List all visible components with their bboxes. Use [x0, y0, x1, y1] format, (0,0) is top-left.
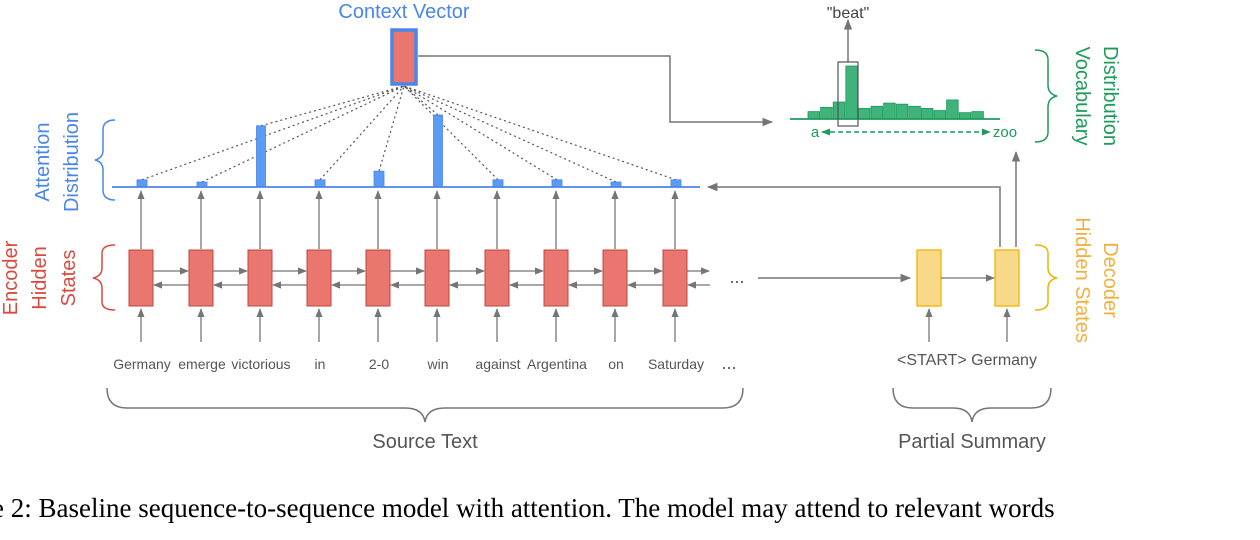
encoder-arrows: [137, 190, 710, 342]
source-text-label: Source Text: [372, 431, 478, 453]
source-word: on: [608, 356, 624, 372]
encoder-cell: [484, 249, 510, 307]
vocab-bar: [895, 103, 909, 120]
attention-bar: [314, 179, 326, 188]
encoder-cell: [543, 249, 569, 307]
vocab-bar: [958, 112, 972, 120]
attention-bar: [136, 179, 148, 188]
vocab-label-line2: Distribution: [1099, 46, 1121, 146]
source-word: victorious: [231, 356, 290, 372]
attention-dotted-line: [319, 85, 405, 181]
attention-dotted-line: [141, 85, 405, 181]
source-word: Argentina: [527, 356, 587, 372]
decoder-cell: [916, 249, 942, 307]
attention-bar: [670, 179, 682, 188]
vocab-bar: [832, 101, 846, 120]
source-words: Germany emerge victorious in 2-0 win against Ar…: [113, 356, 704, 372]
vocab-bar: [870, 105, 884, 120]
decoder-feedback-connector: [706, 182, 1001, 247]
encoder-cell: [424, 249, 450, 307]
vocab-brace: [1034, 49, 1058, 143]
decoder-label-line2: Hidden States: [1071, 217, 1093, 343]
encoder-cell: [306, 249, 332, 307]
attention-bar: [256, 125, 266, 188]
vocab-bar: [883, 102, 896, 120]
attention-dotted-line: [201, 85, 405, 183]
attention-dotted-line: [403, 85, 677, 181]
vocab-bar: [933, 110, 947, 120]
source-word: 2-0: [369, 356, 389, 372]
source-word: emerge: [178, 356, 226, 372]
vocab-label-line1: Vocabulary: [1071, 47, 1093, 146]
vocab-a-label: a: [811, 124, 820, 141]
encoder-cell: [365, 249, 391, 307]
vocabulary-distribution-bars: [790, 65, 1000, 120]
attention-dotted-line: [403, 85, 499, 181]
summary-words: <START> Germany: [897, 352, 1037, 369]
encoder-label-line2: Hidden: [29, 246, 51, 309]
attention-brace: [94, 119, 116, 201]
attention-dotted-line: [403, 85, 558, 181]
decoder-label-line1: Decoder: [1099, 242, 1121, 318]
encoder-label-line1: Encoder: [0, 240, 22, 315]
encoder-cell: [188, 249, 214, 307]
encoder-cell: [602, 249, 628, 307]
vocab-bar: [971, 111, 984, 120]
attention-dotted-line: [378, 85, 405, 172]
attention-bar: [373, 170, 385, 188]
encoder-brace: [92, 244, 116, 311]
attention-bar: [433, 114, 443, 188]
encoder-cell: [128, 249, 154, 307]
seq2seq-attention-diagram: Germany emerge victorious in 2-0 win against Ar…: [0, 1, 1121, 453]
encoder-cell: [662, 249, 688, 307]
vocab-zoo-label: zoo: [993, 124, 1017, 141]
vocab-bar: [807, 111, 821, 120]
attention-dotted-line: [260, 85, 405, 127]
partial-summary-label: Partial Summary: [898, 431, 1046, 453]
source-word: Germany: [113, 356, 171, 372]
encoder-ellipsis: ...: [729, 267, 744, 287]
source-ellipsis: ...: [721, 353, 736, 373]
decoder-brace: [1034, 244, 1058, 311]
attention-label-line1: Attention: [32, 123, 54, 202]
partial-summary-brace: [892, 387, 1052, 423]
vocab-bar: [908, 105, 921, 120]
beat-label: "beat": [827, 5, 870, 22]
attention-distribution-bars: [136, 114, 682, 188]
vocab-bar: [921, 108, 934, 120]
source-word: win: [426, 356, 448, 372]
vocab-bar: [820, 106, 833, 120]
context-to-vocab-connector: [418, 55, 774, 127]
attention-label-line2: Distribution: [61, 112, 83, 212]
vocab-bar: [845, 65, 858, 120]
source-word: Saturday: [648, 356, 704, 372]
attention-dotted-line: [403, 85, 617, 183]
context-vector-box: [390, 28, 418, 86]
attention-bar: [551, 179, 563, 188]
decoder-cell: [994, 249, 1020, 307]
attention-dotted-lines: [141, 85, 677, 183]
beat-highlight-box: [837, 61, 859, 127]
vocab-bar: [946, 99, 959, 120]
context-vector-label: Context Vector: [338, 1, 470, 23]
decoder-hidden-states: <START> Germany: [897, 249, 1037, 369]
source-word: against: [475, 356, 520, 372]
encoder-cell: [247, 249, 273, 307]
vocab-bar: [858, 108, 871, 120]
source-text-brace: [106, 387, 744, 423]
encoder-hidden-states: [128, 249, 688, 307]
attention-bar: [492, 179, 504, 188]
source-word: in: [315, 356, 326, 372]
figure-caption: e 2: Baseline sequence-to-sequence model…: [0, 493, 1055, 523]
encoder-label-line3: States: [58, 250, 80, 307]
